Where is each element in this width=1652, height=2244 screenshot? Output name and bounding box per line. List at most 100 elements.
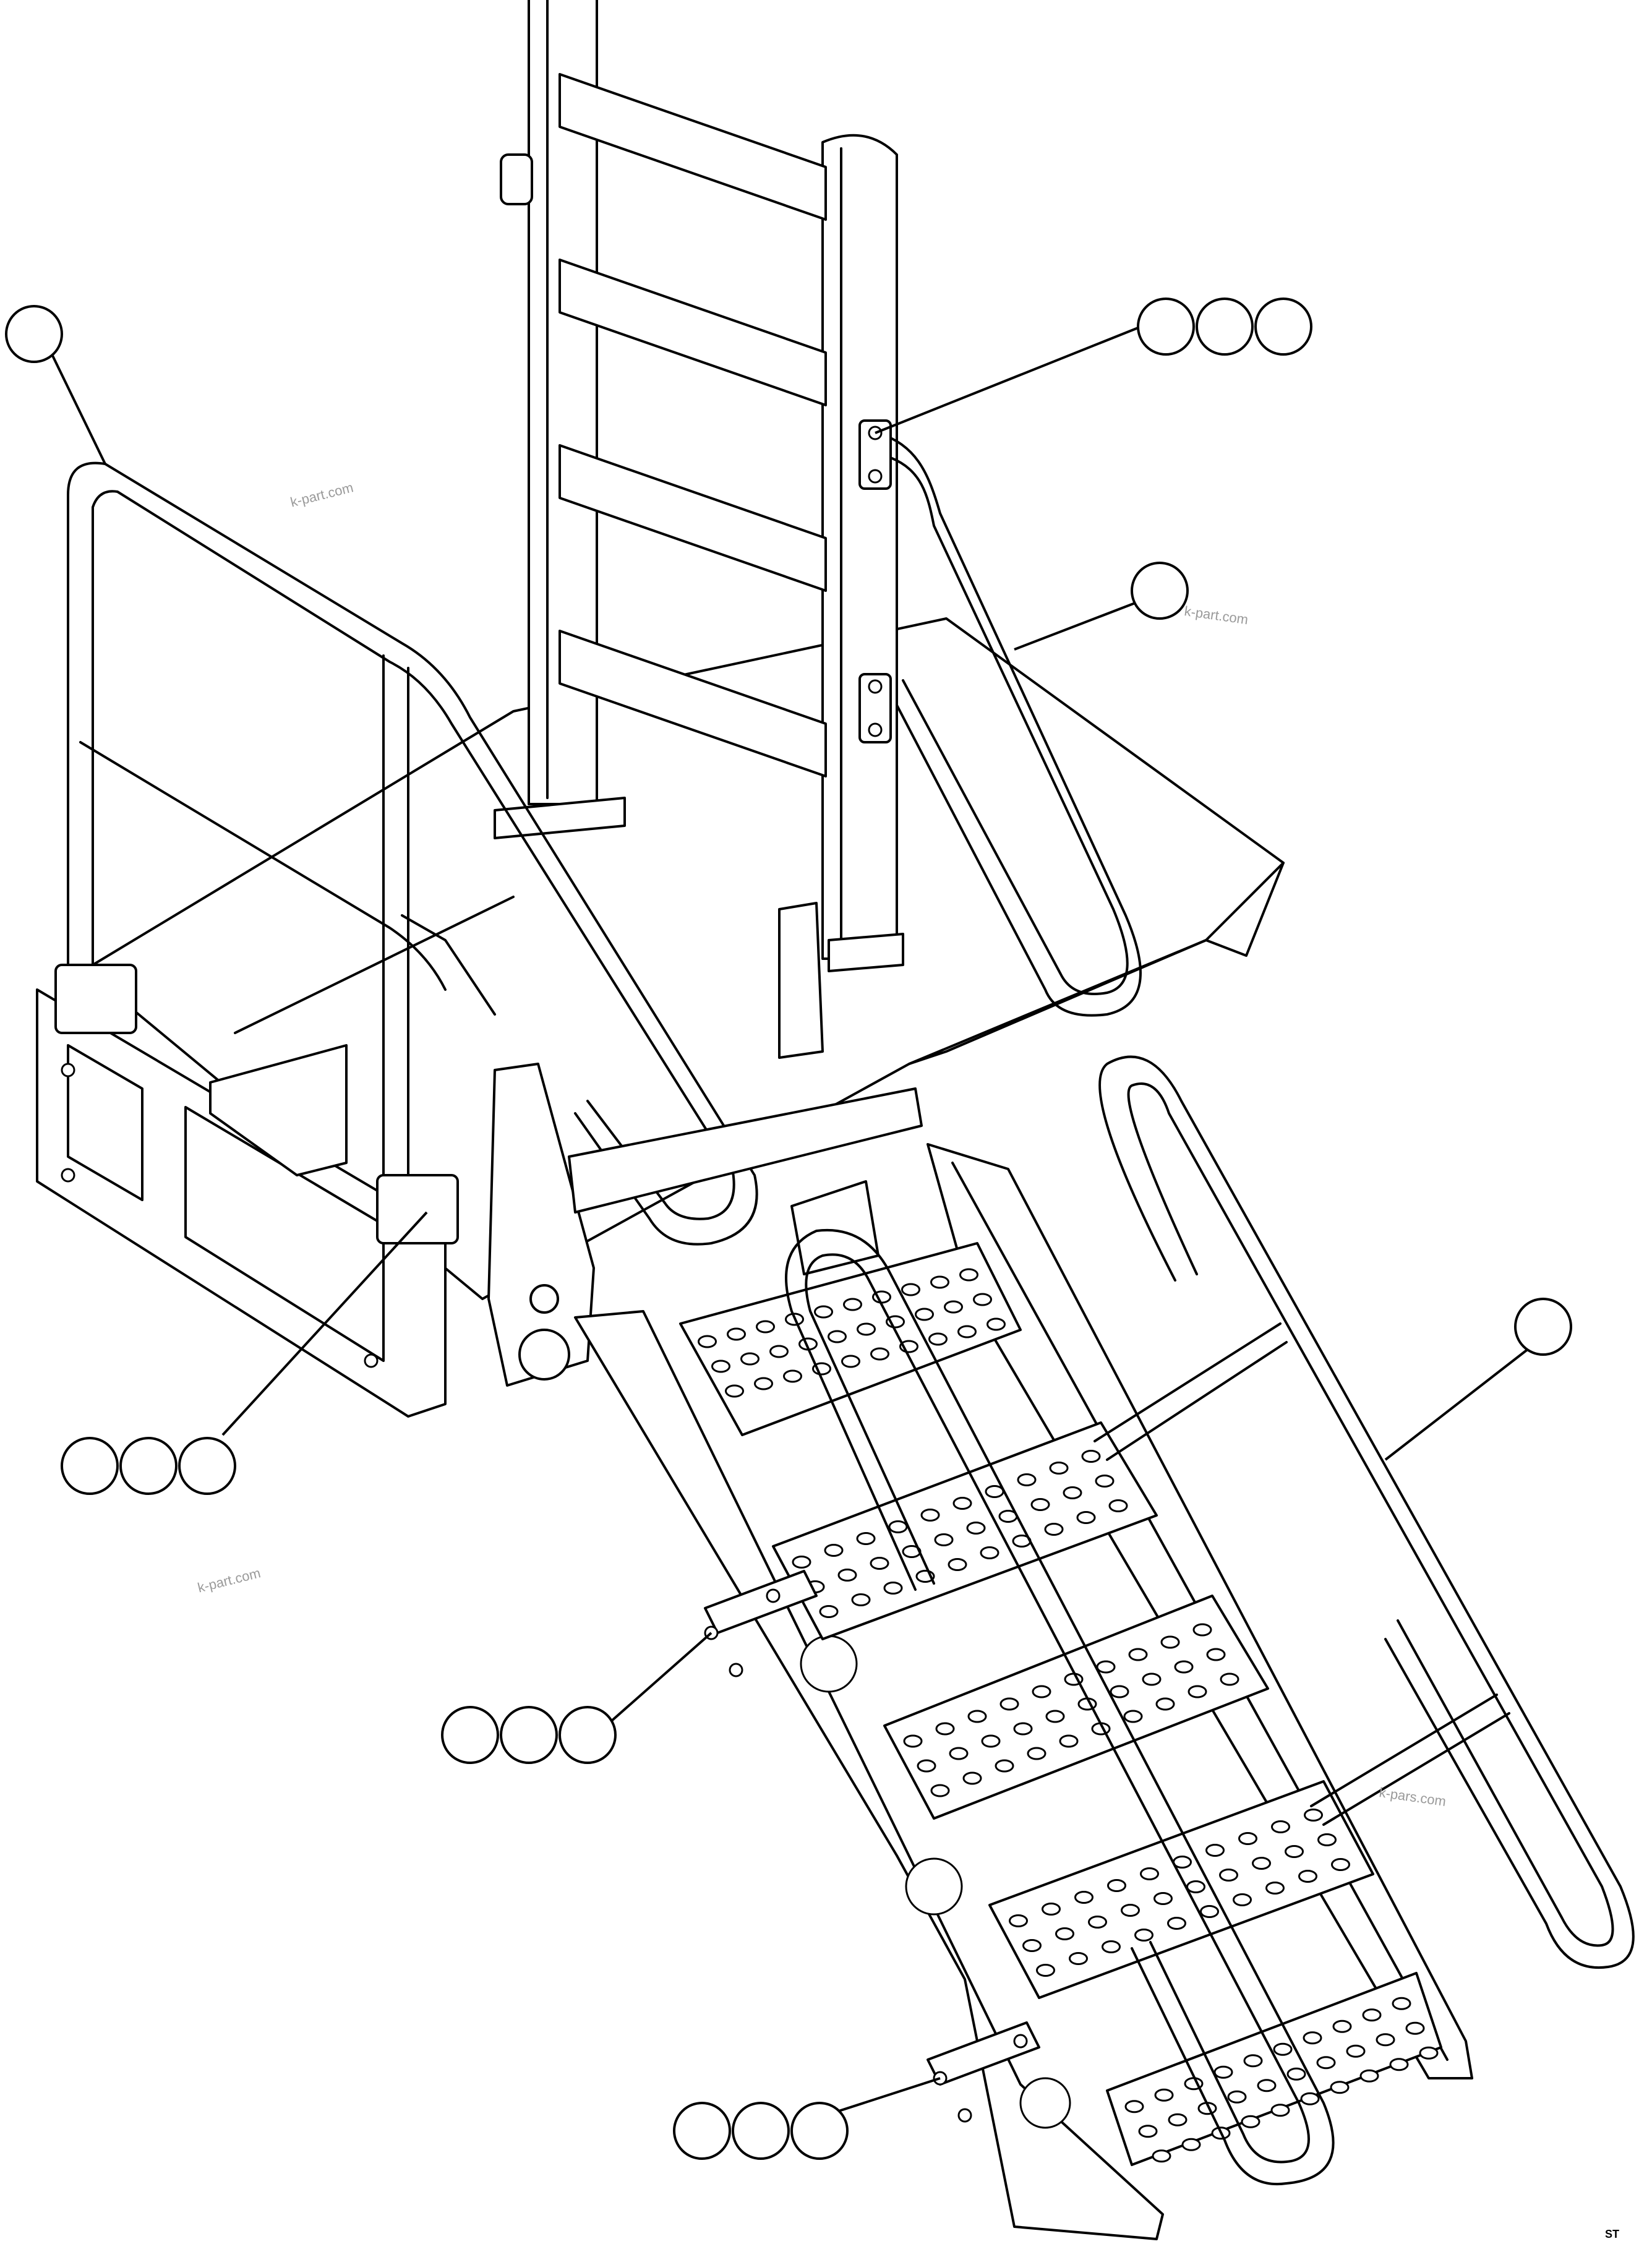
tread-perforation [1346,2044,1366,2058]
tread-perforation [1331,1858,1350,1871]
tread-perforation [903,1734,923,1748]
tread-perforation [1134,1929,1153,1942]
tread-perforation [1108,1499,1128,1512]
tread-perforation [1206,1648,1226,1661]
tread-perforation [1076,1511,1096,1524]
tread-perforation [1181,2138,1201,2151]
upper-right-handrail [858,419,1142,1017]
tread-perforation [1298,1870,1317,1883]
left-frame [36,896,515,1418]
tread-perforation [1252,1857,1271,1870]
tread-perforation [985,1485,1004,1498]
tread-perforation [1270,2104,1290,2117]
tread-perforation [986,1317,1006,1331]
tread-perforation [915,1308,934,1321]
tread-perforation [920,1509,940,1522]
tread-perforation [1088,1916,1107,1929]
tread-perforation [957,1325,977,1338]
tread-perforation [1392,1997,1411,2010]
tread-perforation [725,1384,744,1398]
tread-perforation [1107,1879,1126,1892]
tread-perforation [973,1293,992,1306]
callout-top-left [5,305,63,363]
callout-top-right-triple [1137,298,1312,356]
tread-perforation [698,1335,717,1348]
tread-perforation [1300,2092,1320,2105]
tread-perforation [769,1345,789,1358]
tread-perforation [1419,2046,1439,2060]
tread-perforation [1022,1939,1042,1952]
tread-perforation [928,1332,948,1346]
tread-perforation [1265,1882,1285,1895]
tread-perforation [1154,2088,1174,2102]
tread-perforation [1405,2021,1425,2035]
tread-perforation [901,1283,920,1296]
tread-perforation [1032,1685,1051,1698]
tread-perforation [1017,1473,1037,1486]
tread-perforation [949,1747,969,1760]
tread-perforation [1009,1914,1028,1927]
tread-perforation [1317,1833,1337,1846]
stair-right-handrail [1093,1055,1635,1969]
tread-perforation [1285,1845,1304,1858]
tread-perforation [870,1557,889,1570]
tread-perforation [1200,1905,1219,1918]
tread-perforation [1160,1635,1180,1649]
tread-perforation [1167,1917,1186,1930]
callout-left-triple [61,1437,236,1495]
tread-perforation [1128,1648,1148,1661]
callout-upper-right [1131,562,1189,620]
tread-perforation [1186,1880,1205,1893]
tread-perforation [944,1300,963,1314]
tread-perforation [824,1544,844,1557]
tread-perforation [1286,2067,1306,2081]
tread-perforation [930,1275,949,1289]
tread-perforation [1095,1475,1115,1488]
tread-perforation [1389,2058,1409,2071]
tread-perforation [1330,2081,1350,2094]
tread-perforation [870,1347,889,1361]
tread-perforation [1168,2113,1188,2126]
tread-perforation [711,1360,730,1373]
stair-center-handrail [785,1228,1335,2186]
tread-perforation [727,1327,746,1341]
vertical-ladder [494,0,904,972]
tread-perforation [1174,1660,1194,1674]
tread-perforation [1213,2065,1233,2079]
tread-perforation [1241,2115,1260,2128]
callout-right-handrail [1514,1298,1572,1356]
tread-perforation [1332,2019,1352,2033]
tread-perforation [1069,1952,1088,1965]
tread-perforation [1096,1660,1116,1674]
tread-perforation [1140,1867,1159,1880]
tread-perforation [1273,2042,1293,2056]
tread-perforation [999,1697,1019,1711]
tread-perforation [1081,1450,1101,1463]
stair-treads [679,1242,1442,2166]
tread-perforation [1059,1734,1079,1748]
tread-perforation [857,1322,876,1336]
tread-perforation [1257,2079,1277,2092]
tread-perforation [1303,2031,1322,2045]
tread-perforation [1110,1685,1129,1698]
tread-perforation [1074,1891,1093,1904]
tread-perforation [851,1593,871,1606]
tread-perforation [1192,1623,1212,1637]
tread-perforation [948,1558,967,1571]
tread-perforation [959,1268,978,1282]
tread-perforation [756,1320,775,1334]
drawing-code: ST [1605,2228,1620,2240]
tread-perforation [814,1305,833,1319]
tread-perforation [1316,2056,1336,2070]
tread-perforation [1219,1869,1238,1882]
tread-perforation [917,1759,936,1773]
tread-perforation [935,1722,955,1736]
stringer-brackets [704,1570,1040,2123]
tread-perforation [1042,1903,1061,1916]
tread-perforation [966,1522,986,1535]
tread-perforation [1027,1747,1046,1760]
tread-perforation [930,1784,950,1797]
tread-perforation [934,1533,954,1546]
tread-perforation [1124,2100,1144,2113]
